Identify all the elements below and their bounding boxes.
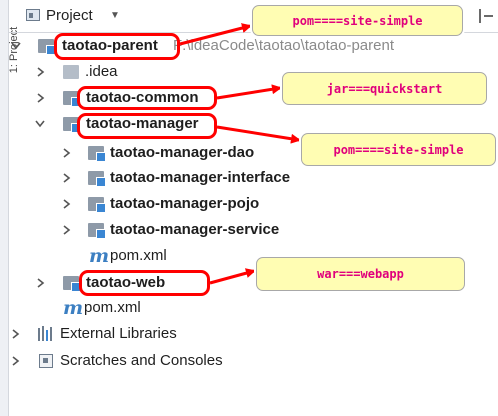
module-folder-icon xyxy=(88,197,106,213)
chevron-right-icon[interactable] xyxy=(62,225,72,235)
tree-label-manager-pojo: taotao-manager-pojo xyxy=(110,195,260,212)
folder-icon xyxy=(63,65,79,79)
module-folder-icon xyxy=(88,171,106,187)
callout-manager-text: pom====site-simple xyxy=(333,142,464,157)
tree-row-idea[interactable]: .idea xyxy=(9,59,498,85)
project-view-icon xyxy=(26,9,40,21)
tree-label-web: taotao-web xyxy=(86,274,166,291)
tree-label-external-libraries: External Libraries xyxy=(60,325,177,342)
callout-web: war===webapp xyxy=(256,257,465,291)
callout-manager: pom====site-simple xyxy=(301,133,496,166)
chevron-right-icon[interactable] xyxy=(36,67,46,77)
highlight-root xyxy=(54,33,180,60)
callout-web-text: war===webapp xyxy=(317,267,404,281)
tree-row-manager-pojo[interactable]: taotao-manager-pojo xyxy=(9,191,498,217)
highlight-manager xyxy=(77,113,217,139)
module-folder-icon xyxy=(38,39,56,55)
collapse-all-icon[interactable] xyxy=(479,8,493,24)
module-folder-icon xyxy=(88,146,106,162)
module-folder-icon xyxy=(63,276,81,292)
tree-row-manager-dao[interactable]: taotao-manager-dao xyxy=(9,140,498,166)
panel-title[interactable]: Project xyxy=(46,7,93,24)
tree-row-root-pom[interactable]: m pom.xml xyxy=(9,295,498,321)
callout-root: pom====site-simple xyxy=(252,5,463,36)
chevron-right-icon[interactable] xyxy=(62,173,72,183)
chevron-down-icon[interactable] xyxy=(11,41,21,51)
callout-root-text: pom====site-simple xyxy=(292,13,423,28)
tree-label-scratches: Scratches and Consoles xyxy=(60,352,223,369)
highlight-web xyxy=(79,270,210,296)
tree-label-manager-pom: pom.xml xyxy=(110,247,167,264)
tree-label-common: taotao-common xyxy=(86,89,199,106)
callout-common: jar===quickstart xyxy=(282,72,487,105)
callout-common-text: jar===quickstart xyxy=(326,81,443,96)
chevron-right-icon[interactable] xyxy=(11,329,21,339)
tree-row-manager-interface[interactable]: taotao-manager-interface xyxy=(9,165,498,191)
tree-label-manager: taotao-manager xyxy=(86,115,199,132)
chevron-right-icon[interactable] xyxy=(62,199,72,209)
scratches-icon xyxy=(39,354,53,368)
chevron-right-icon[interactable] xyxy=(36,93,46,103)
chevron-right-icon[interactable] xyxy=(62,148,72,158)
tree-row-manager-service[interactable]: taotao-manager-service xyxy=(9,217,498,243)
chevron-right-icon[interactable] xyxy=(11,356,21,366)
tree-row-web[interactable]: taotao-web xyxy=(9,270,498,296)
module-folder-icon xyxy=(88,223,106,239)
chevron-down-icon[interactable]: ▼ xyxy=(110,10,120,21)
highlight-common xyxy=(77,86,217,110)
maven-file-icon: m xyxy=(63,297,84,319)
tree-row-scratches[interactable]: Scratches and Consoles xyxy=(9,348,498,374)
tree-label-manager-interface: taotao-manager-interface xyxy=(110,169,291,186)
module-folder-icon xyxy=(63,117,81,133)
tree-row-manager[interactable]: taotao-manager xyxy=(9,111,498,137)
tree-row-manager-pom[interactable]: m pom.xml xyxy=(9,243,498,269)
maven-file-icon: m xyxy=(89,245,110,267)
tree-label-idea: .idea xyxy=(85,63,118,80)
library-icon xyxy=(38,326,56,341)
tree-label-root: taotao-parent xyxy=(62,37,158,54)
tree-row-external-libraries[interactable]: External Libraries xyxy=(9,321,498,347)
chevron-down-icon[interactable] xyxy=(35,119,45,129)
tree-label-root-pom: pom.xml xyxy=(84,299,141,316)
tree-label-manager-service: taotao-manager-service xyxy=(110,221,280,238)
tree-root-path: F:\ideaCode\taotao\taotao-parent xyxy=(173,37,394,54)
tree-label-manager-dao: taotao-manager-dao xyxy=(110,144,255,161)
side-tool-strip: 1: Project xyxy=(0,0,20,416)
chevron-right-icon[interactable] xyxy=(36,278,46,288)
